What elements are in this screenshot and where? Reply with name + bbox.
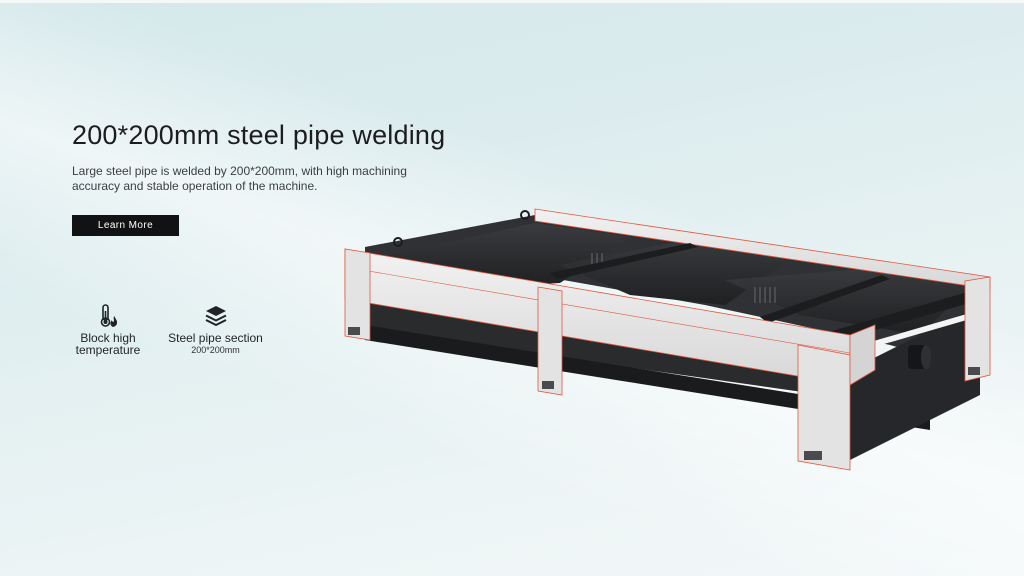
feature-block-high-temperature: Block high temperature [68,303,148,357]
page-title: 200*200mm steel pipe welding [72,120,446,150]
page-description: Large steel pipe is welded by 200*200mm,… [72,164,407,193]
feature-label-line1: Steel pipe section [168,331,263,345]
thermometer-flame-icon [100,304,118,327]
learn-more-button[interactable]: Learn More [72,215,179,236]
steel-frame-machine-bed-image [344,208,991,471]
feature-label-line1: Block high [80,331,136,345]
feature-label-line2: temperature [75,343,141,357]
vent-grille [591,253,776,303]
feature-label-line2: 200*200mm [191,345,240,355]
stacked-layers-icon [205,306,226,326]
feature-steel-pipe-section: Steel pipe section 200*200mm [158,303,273,356]
top-edge-strip [0,0,1024,3]
lifting-ring [393,210,530,247]
